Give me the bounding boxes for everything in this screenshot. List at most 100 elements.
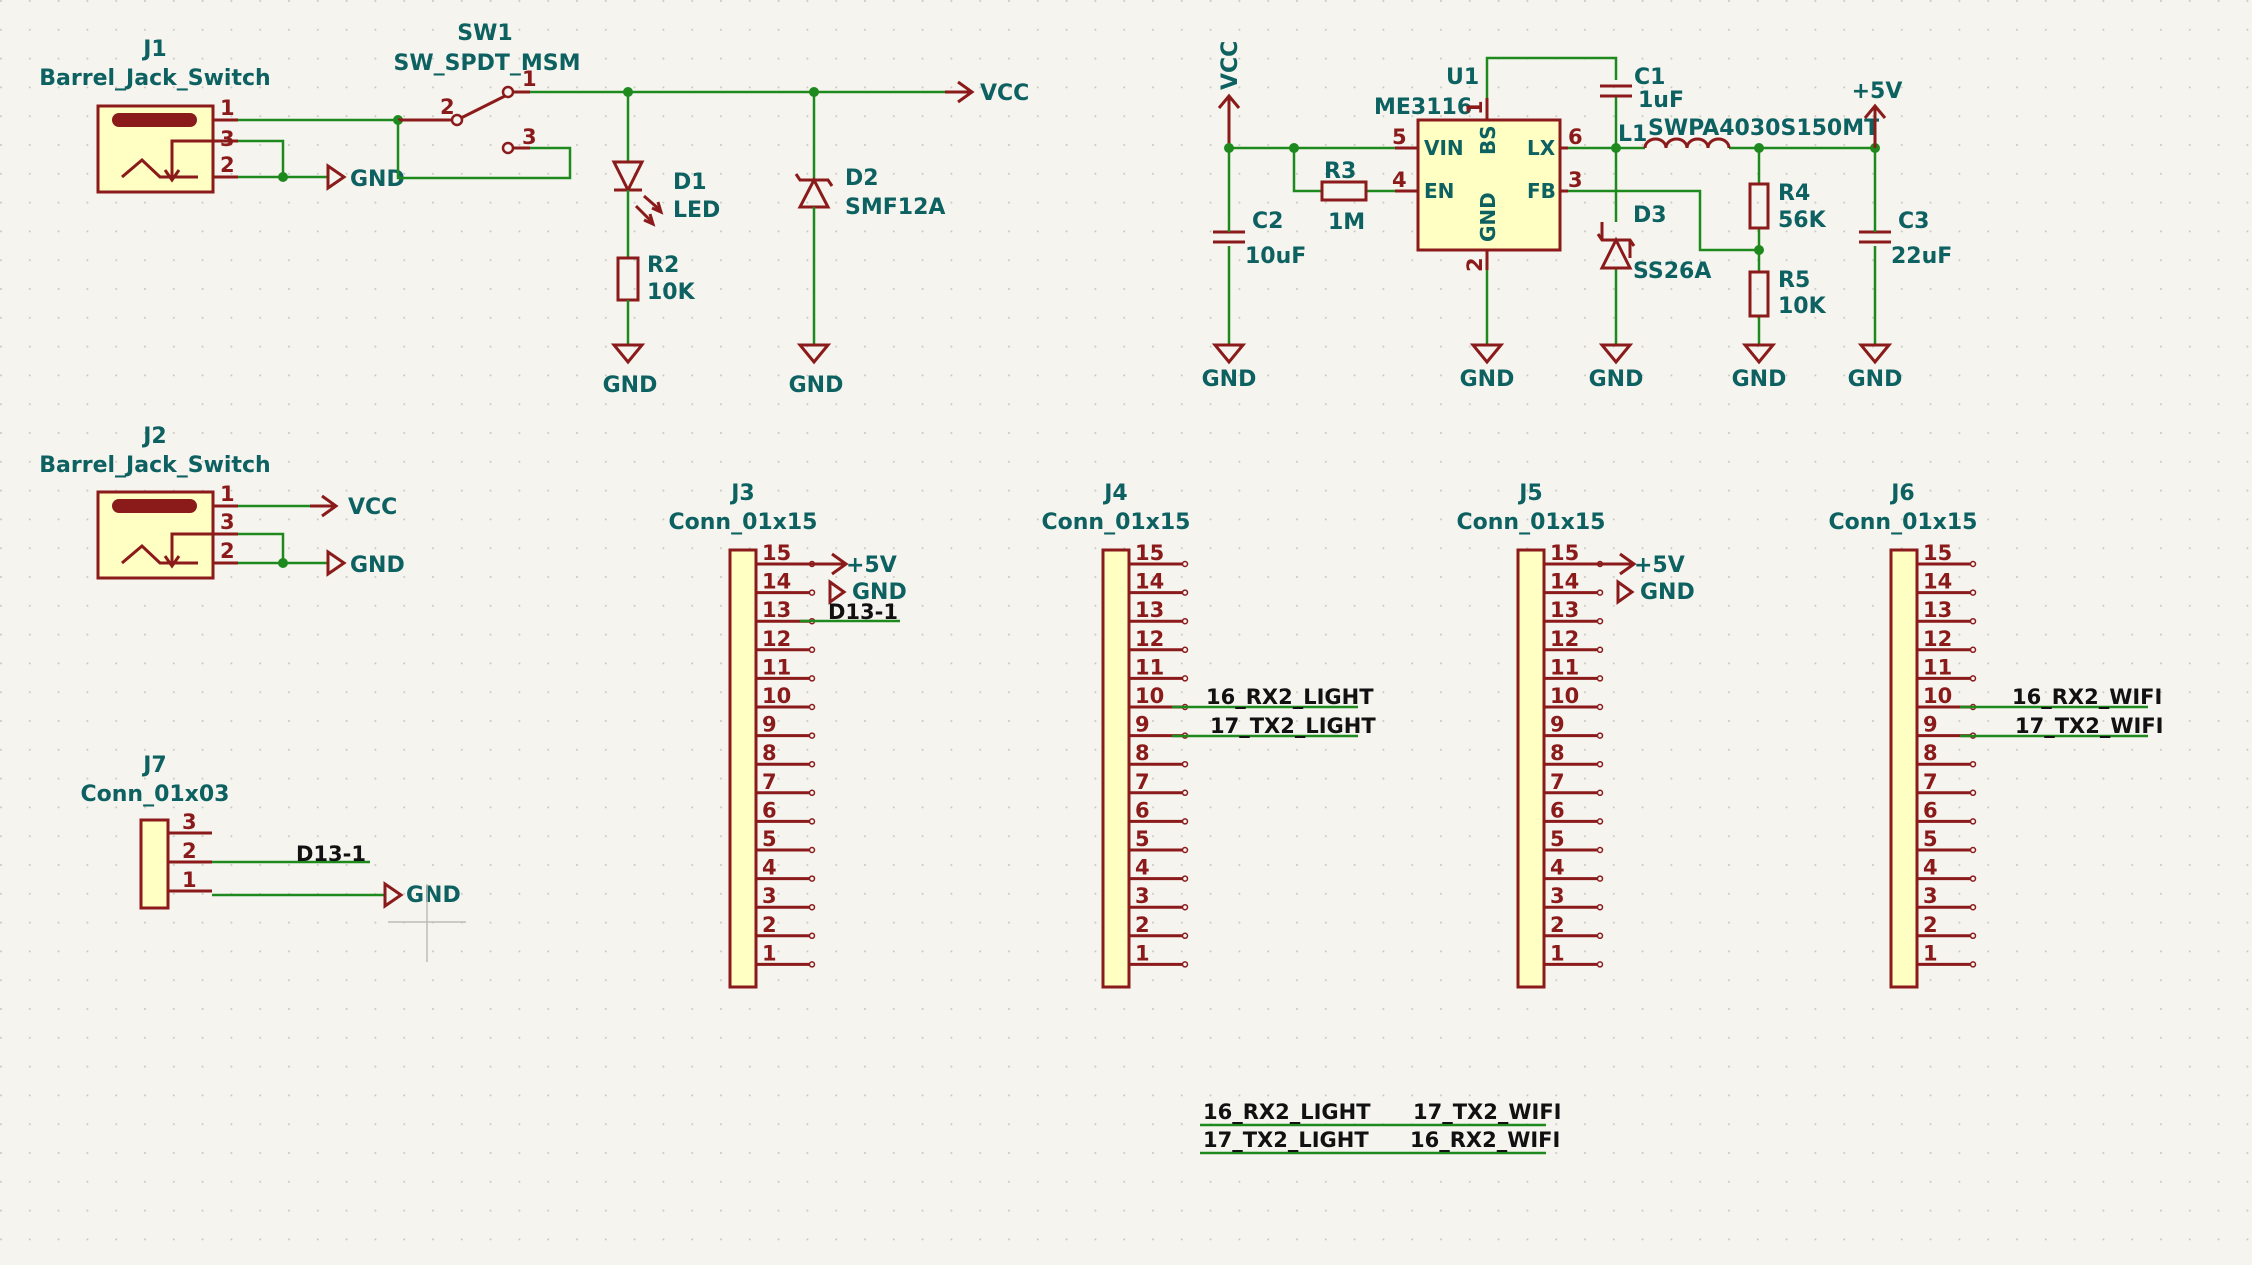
- u1-buck-ic[interactable]: U1 ME3116 5 4 6 3 1 2 VIN EN LX FB BS GN…: [1374, 65, 1583, 272]
- j5-pin-number: 4: [1550, 856, 1565, 880]
- j2-value: Barrel_Jack_Switch: [39, 453, 270, 478]
- j5-pin-number: 6: [1550, 798, 1565, 822]
- j3-net-label-d13: D13-1: [828, 600, 898, 624]
- j4-pin-end: [1181, 818, 1189, 825]
- j4-pin-end: [1181, 789, 1189, 797]
- d3-schottky-diode[interactable]: D3 SS26A: [1596, 203, 1711, 284]
- l1-inductor[interactable]: L1 SWPA4030S150MT: [1618, 116, 1879, 149]
- c3-value: 22uF: [1891, 244, 1952, 269]
- j3-pin-number: 15: [762, 541, 791, 565]
- d1-ref: D1: [673, 170, 707, 195]
- j6-pin-number: 15: [1923, 541, 1952, 565]
- j2-gnd-label: GND: [350, 553, 405, 578]
- j1-pin-3: 3: [220, 127, 235, 151]
- sw1-switch[interactable]: SW1 SW_SPDT_MSM 2 1 3: [394, 21, 581, 155]
- j5-pin-end: [1596, 903, 1604, 911]
- j6-pin-end: [1969, 589, 1977, 596]
- j2-barrel-jack[interactable]: J2 Barrel_Jack_Switch 1 3 2: [39, 424, 271, 580]
- j2-ref: J2: [141, 424, 167, 449]
- j3-pin-end: [808, 675, 816, 682]
- j5-pin-end: [1596, 961, 1604, 968]
- cross-label-tx-light: 17_TX2_LIGHT: [1203, 1128, 1369, 1152]
- j3-p5v-label: +5V: [846, 553, 897, 578]
- j6-pin-number: 13: [1923, 598, 1952, 622]
- u1-name-gnd: GND: [1476, 192, 1500, 242]
- j4-pin-number: 1: [1135, 941, 1150, 965]
- r4-value: 56K: [1778, 208, 1827, 233]
- r3-resistor[interactable]: R3 1M: [1320, 159, 1368, 235]
- u1-name-lx: LX: [1527, 136, 1556, 160]
- j5-pin-end: [1596, 846, 1604, 854]
- j4-pin-end: [1181, 846, 1189, 854]
- j2-pin-2: 2: [220, 539, 235, 563]
- gnd-label-c2: GND: [1202, 367, 1257, 392]
- j7-connector[interactable]: J7 Conn_01x03 3 2 1: [80, 753, 230, 910]
- r2-resistor[interactable]: R2 10K: [616, 253, 696, 345]
- j5-pin-end: [1596, 589, 1604, 596]
- j5-pin-number: 13: [1550, 598, 1579, 622]
- j6-pin-number: 1: [1923, 941, 1938, 965]
- c2-capacitor[interactable]: C2 10uF: [1213, 209, 1306, 269]
- buck-wires: [1224, 56, 1880, 345]
- j6-pin-number: 14: [1923, 570, 1952, 594]
- u1-ref: U1: [1446, 65, 1479, 90]
- c3-ref: C3: [1898, 209, 1929, 234]
- j6-pin-number: 9: [1923, 713, 1938, 737]
- j4-pin-number: 2: [1135, 913, 1150, 937]
- j4-pin-end: [1181, 617, 1189, 625]
- c1-ref: C1: [1634, 65, 1665, 90]
- j3-ref: J3: [729, 481, 755, 506]
- j4-pin-end: [1181, 961, 1189, 968]
- sw1-pin-3: 3: [522, 125, 537, 149]
- d1-led[interactable]: D1 LED: [611, 92, 720, 258]
- j7-ref: J7: [141, 753, 167, 778]
- c3-capacitor[interactable]: C3 22uF: [1859, 209, 1952, 269]
- d2-value: SMF12A: [845, 195, 945, 220]
- j5-p5v-label: +5V: [1634, 553, 1685, 578]
- j5-pin-number: 9: [1550, 713, 1565, 737]
- gnd-flag-r5: GND: [1732, 343, 1786, 392]
- j6-pin-end: [1969, 617, 1977, 625]
- j1-pin-1: 1: [220, 96, 235, 120]
- j4-pin-number: 3: [1135, 884, 1150, 908]
- j2-vcc-flag: VCC: [310, 494, 397, 520]
- sw1-value: SW_SPDT_MSM: [394, 51, 581, 76]
- u1-pin-bs: 1: [1463, 100, 1487, 115]
- gnd-flag-d1: GND: [603, 343, 657, 398]
- u1-name-bs: BS: [1476, 125, 1500, 155]
- j2-vcc-label: VCC: [348, 495, 397, 520]
- vcc-flag-top: VCC: [945, 80, 1029, 106]
- j4-ref: J4: [1102, 481, 1128, 506]
- j6-pin-end: [1969, 675, 1977, 682]
- u1-pin-fb: 3: [1568, 168, 1583, 192]
- j7-pin-2: 2: [182, 839, 197, 863]
- cross-label-tx-wifi: 17_TX2_WIFI: [1413, 1100, 1562, 1124]
- j6-pin-number: 8: [1923, 741, 1938, 765]
- j3-pin-number: 12: [762, 627, 791, 651]
- p5v-flag-buck: +5V: [1852, 79, 1903, 148]
- j3-pin-number: 9: [762, 713, 777, 737]
- j5-pin-end: [1596, 703, 1604, 711]
- p5v-label-buck: +5V: [1852, 79, 1903, 104]
- d3-ref: D3: [1633, 203, 1667, 228]
- r4-resistor[interactable]: R4 56K: [1748, 181, 1827, 233]
- d2-tvs-diode[interactable]: D2 SMF12A: [794, 92, 945, 345]
- j3-pin-end: [808, 903, 816, 911]
- j3-pin-number: 6: [762, 798, 777, 822]
- sw1-pin-2: 2: [440, 95, 455, 119]
- c2-ref: C2: [1252, 209, 1283, 234]
- j1-barrel-jack[interactable]: J1 Barrel_Jack_Switch 1 3 2: [39, 37, 271, 194]
- j5-ref: J5: [1517, 481, 1543, 506]
- l1-ref: L1: [1618, 122, 1647, 147]
- j3-pin-number: 3: [762, 884, 777, 908]
- r5-resistor[interactable]: R5 10K: [1748, 268, 1827, 319]
- j6-pin-number: 3: [1923, 884, 1938, 908]
- j4-pin-number: 10: [1135, 684, 1164, 708]
- j4-pin-end: [1181, 646, 1189, 654]
- c1-capacitor[interactable]: C1 1uF: [1600, 65, 1684, 113]
